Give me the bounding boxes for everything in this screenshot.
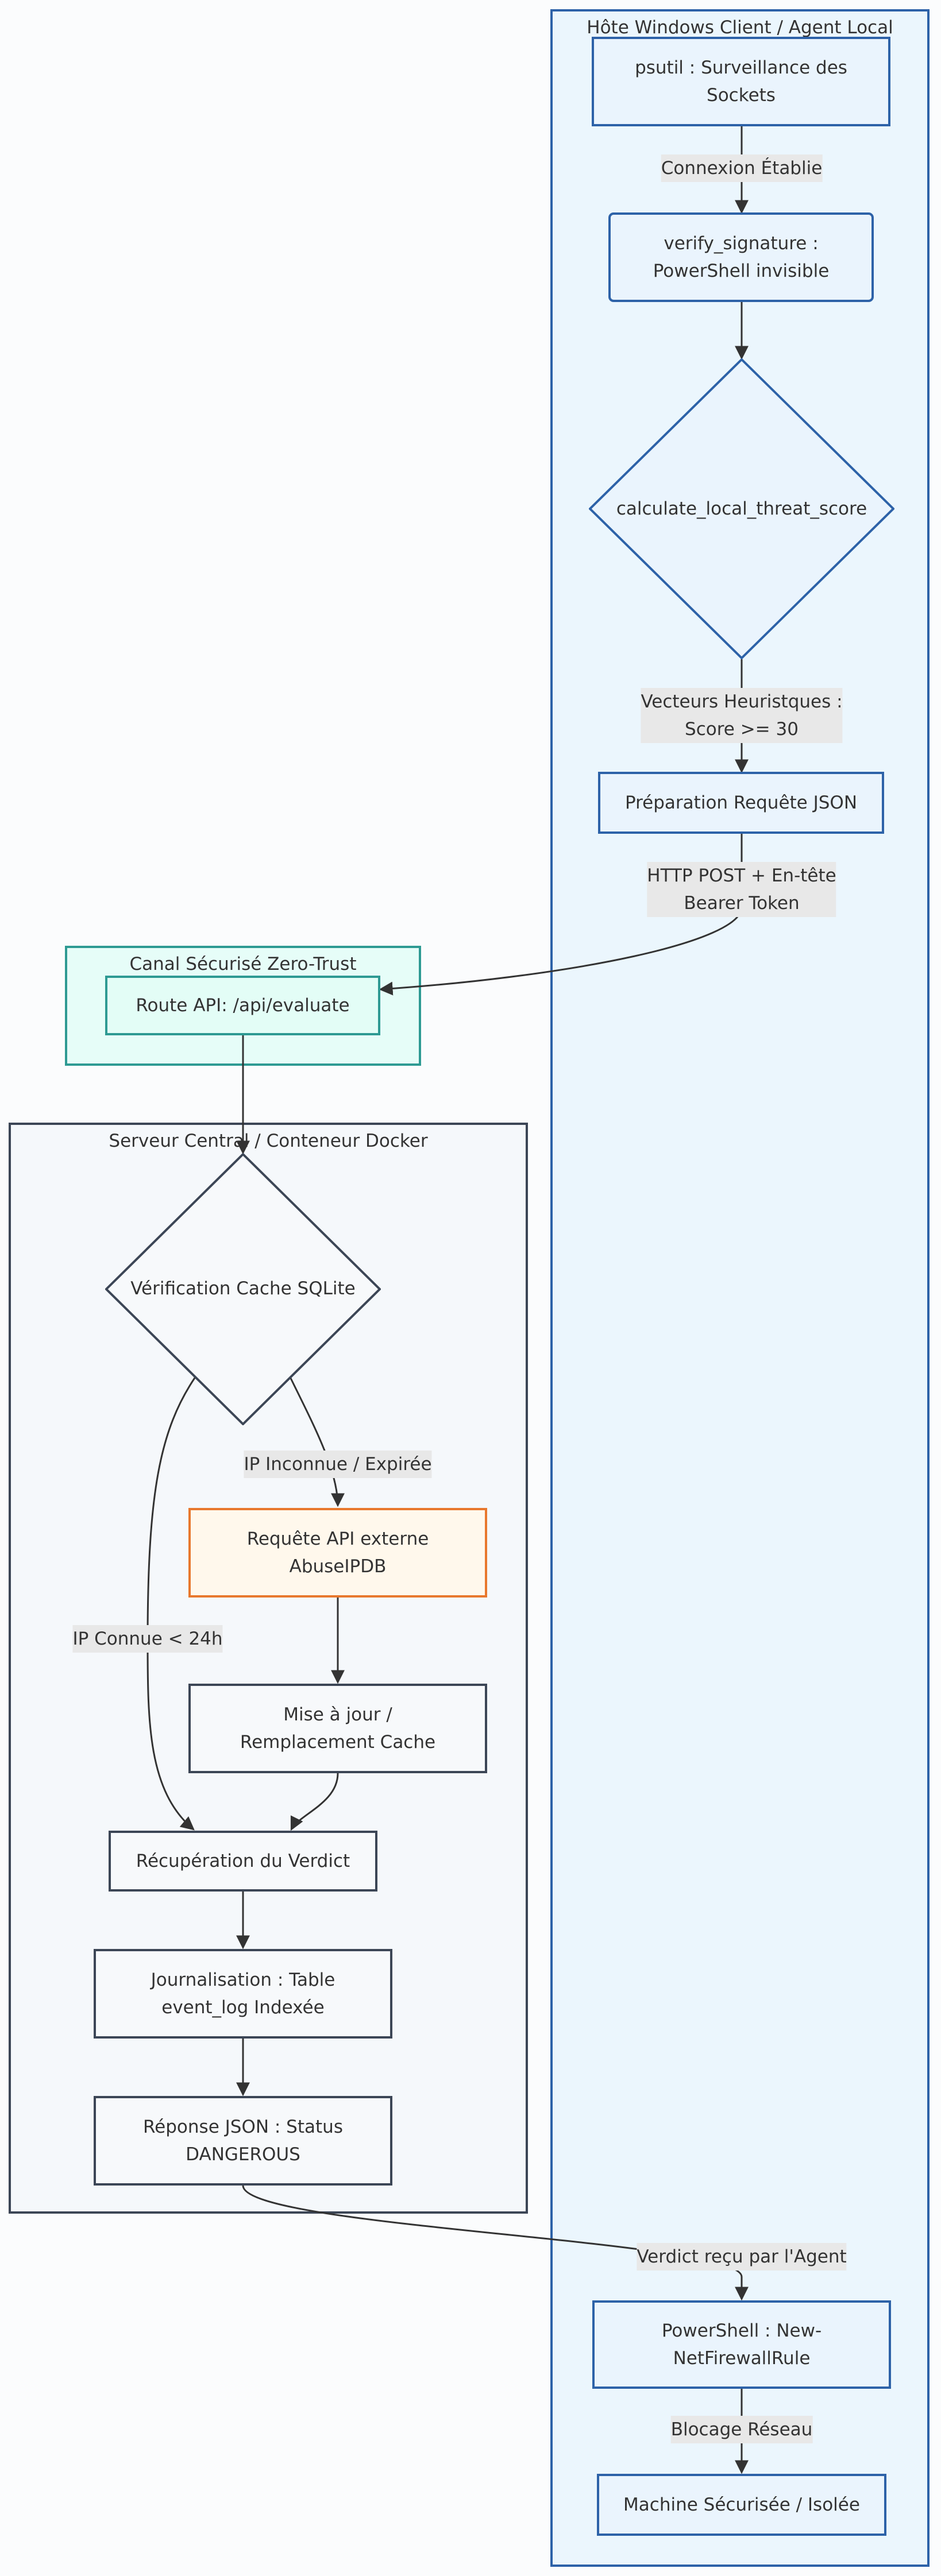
node-journalisation: Journalisation : Table event_log Indexée — [94, 1949, 392, 2039]
node-verify-line-2: PowerShell invisible — [653, 261, 830, 281]
node-reponse-line-2: DANGEROUS — [186, 2144, 300, 2165]
node-mise-a-jour-cache: Mise à jour / Remplacement Cache — [188, 1684, 487, 1773]
edge-label-blocage-reseau: Blocage Réseau — [670, 2416, 813, 2443]
edge-label-ip-inconnue: IP Inconnue / Expirée — [244, 1451, 432, 1478]
edge-label-connexion-etablie: Connexion Établie — [661, 154, 823, 182]
edge-cache-abuse — [289, 1376, 345, 1507]
node-route-line-1: Route API: /api/evaluate — [136, 995, 350, 1016]
node-verify-signature: verify_signature : PowerShell invisible — [608, 212, 874, 302]
edge-label-vecteurs-line-1: Vecteurs Heuristques : — [641, 691, 843, 712]
node-recuperation-verdict: Récupération du Verdict — [109, 1831, 377, 1892]
node-route-api: Route API: /api/evaluate — [105, 976, 380, 1035]
edge-label-blocage-line-1: Blocage Réseau — [670, 2419, 813, 2440]
edge-label-connexion-line-1: Connexion Établie — [661, 158, 823, 179]
node-verdict-line-1: Récupération du Verdict — [136, 1851, 350, 1871]
node-verification-cache — [105, 1153, 381, 1425]
edge-label-inconnue-line-1: IP Inconnue / Expirée — [244, 1454, 432, 1475]
cluster-title-agent: Hôte Windows Client / Agent Local — [587, 17, 893, 38]
node-abuse-line-2: AbuseIPDB — [289, 1556, 387, 1577]
node-journal-line-1: Journalisation : Table — [151, 1970, 335, 1990]
cluster-title-canal: Canal Sécurisé Zero-Trust — [129, 954, 357, 974]
node-powershell-line-1: PowerShell : New- — [661, 2320, 822, 2341]
edge-label-http-line-2: Bearer Token — [684, 893, 800, 914]
node-maj-line-2: Remplacement Cache — [240, 1732, 436, 1753]
edge-prep-route — [379, 834, 743, 996]
node-prep-line-1: Préparation Requête JSON — [624, 792, 858, 813]
edge-label-vecteurs-line-2: Score >= 30 — [685, 719, 799, 740]
node-abuse-line-1: Requête API externe — [246, 1529, 429, 1549]
cluster-title-server: Serveur Central / Conteneur Docker — [109, 1131, 428, 1151]
node-powershell-firewall: PowerShell : New- NetFirewallRule — [592, 2300, 891, 2389]
node-psutil-line-2: Sockets — [707, 85, 776, 106]
node-machine-line-1: Machine Sécurisée / Isolée — [623, 2494, 860, 2515]
edge-label-vecteurs-heuristiques: Vecteurs Heuristques : Score >= 30 — [641, 688, 843, 743]
edge-label-recu-line-1: Verdict reçu par l'Agent — [637, 2246, 847, 2267]
node-verify-line-1: verify_signature : — [664, 233, 819, 254]
node-journal-line-2: event_log Indexée — [161, 1997, 325, 2018]
node-cache-label: Vérification Cache SQLite — [130, 1278, 356, 1299]
edge-label-verdict-recu: Verdict reçu par l'Agent — [637, 2243, 847, 2271]
edge-label-http-line-1: HTTP POST + En-tête — [647, 865, 836, 886]
node-threat-label: calculate_local_threat_score — [616, 498, 867, 519]
edge-label-connue-line-1: IP Connue < 24h — [72, 1629, 223, 1649]
edge-label-ip-connue: IP Connue < 24h — [72, 1625, 223, 1653]
node-maj-line-1: Mise à jour / — [283, 1704, 392, 1725]
edge-maj-verdict — [290, 1773, 339, 1831]
node-preparation-requete: Préparation Requête JSON — [598, 772, 884, 834]
node-reponse-line-1: Réponse JSON : Status — [143, 2117, 343, 2137]
edge-label-http-post: HTTP POST + En-tête Bearer Token — [647, 862, 836, 917]
node-psutil-line-1: psutil : Surveillance des — [635, 57, 847, 78]
edge-reponse-powershell — [242, 2185, 749, 2301]
node-machine-securisee: Machine Sécurisée / Isolée — [597, 2474, 886, 2536]
node-powershell-line-2: NetFirewallRule — [673, 2348, 811, 2369]
node-calculate-threat-score — [589, 358, 894, 659]
